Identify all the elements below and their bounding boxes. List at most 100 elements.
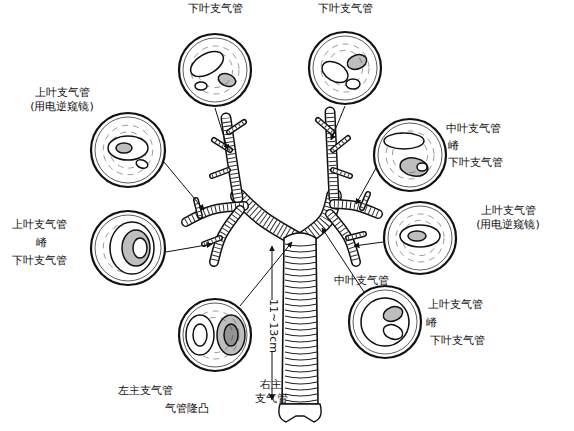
cartilage-rings xyxy=(204,238,220,244)
cartilage-rings xyxy=(362,194,368,208)
cartilage-rings xyxy=(229,122,244,132)
leader-line xyxy=(164,162,204,210)
view-outline xyxy=(348,285,422,359)
structure-label: 中叶支气管 xyxy=(334,274,389,288)
structure-label: 上叶支气管 xyxy=(12,218,67,232)
tracheal-ring xyxy=(285,346,317,348)
tracheal-ring xyxy=(285,352,317,354)
tracheal-ring xyxy=(285,286,317,288)
leader-line xyxy=(356,168,376,204)
view-circle xyxy=(384,202,456,274)
structure-label: 气管隆凸 xyxy=(165,402,209,416)
bronchus-outline xyxy=(318,120,332,132)
bronchus-fill xyxy=(204,238,220,244)
cartilage-rings xyxy=(318,120,332,132)
tracheal-ring xyxy=(285,370,317,372)
bronchus-outline xyxy=(333,138,348,150)
bronchial-orifice xyxy=(400,225,440,247)
leader-line xyxy=(166,244,212,252)
cartilage-rings xyxy=(333,170,350,176)
bronchial-orifice xyxy=(122,230,150,266)
bronchial-orifice xyxy=(224,324,238,346)
bronchial-orifice xyxy=(193,324,207,346)
bronchus-outline xyxy=(204,238,220,244)
tracheal-ring xyxy=(285,394,317,396)
tracheal-ring xyxy=(285,250,317,252)
tracheal-ring xyxy=(285,268,317,270)
bronchus-outline xyxy=(212,170,228,176)
lumen-ring xyxy=(103,125,153,175)
view-circle xyxy=(91,211,165,285)
bronchial-orifice xyxy=(108,136,148,160)
tracheal-ring xyxy=(285,334,317,336)
bronchial-orifice xyxy=(116,143,132,153)
bronchial-orifice xyxy=(346,79,360,89)
bronchial-orifice xyxy=(133,238,147,258)
bronchoscopic-view: 下叶支气管 xyxy=(178,33,252,107)
bronchial-orifice xyxy=(110,222,154,274)
bronchial-orifice xyxy=(345,52,369,72)
structure-label: 嵴 xyxy=(426,316,437,330)
view-circle xyxy=(349,286,421,358)
lumen-wall xyxy=(183,303,247,367)
cartilage-rings xyxy=(348,234,364,238)
lumen-wall xyxy=(388,206,452,270)
tracheal-ring xyxy=(285,298,317,300)
tracheal-ring xyxy=(285,274,317,276)
lumen-wall xyxy=(313,36,377,100)
bronchial-orifice xyxy=(381,304,405,324)
lumen-ring xyxy=(396,214,444,262)
trachea-outline xyxy=(282,233,318,404)
cartilage-rings xyxy=(212,170,228,176)
leader-line xyxy=(240,242,292,306)
bronchial-orifice xyxy=(195,82,207,90)
view-outline xyxy=(383,201,457,275)
view-outline xyxy=(90,112,166,188)
tracheal-ring xyxy=(285,262,317,264)
cartilage-rings xyxy=(330,112,334,198)
bronchial-orifice xyxy=(417,163,427,171)
structure-label: 下叶支气管 xyxy=(188,2,243,16)
tracheal-ring xyxy=(285,304,317,306)
larynx xyxy=(279,404,321,422)
bronchial-orifice xyxy=(217,315,245,355)
bronchus-fill xyxy=(333,170,350,176)
bronchus-fill xyxy=(229,122,244,132)
bronchoscopic-view: 左主支气管气管隆凸右主 支气管 xyxy=(178,298,252,372)
bronchus-fill xyxy=(334,204,378,214)
tracheal-ring xyxy=(285,292,317,294)
view-circle xyxy=(179,34,251,106)
tracheal-ring xyxy=(285,280,317,282)
dimension-label: 11~13cm xyxy=(267,299,279,353)
view-circle xyxy=(374,119,446,191)
structure-label: 下叶支气管 xyxy=(430,334,485,348)
lumen-wall xyxy=(95,117,161,183)
tracheal-ring xyxy=(285,358,317,360)
lumen-wall xyxy=(95,215,161,281)
bronchoscopic-view: 中叶支气管上叶支气管嵴下叶支气管 xyxy=(348,285,422,359)
view-circle xyxy=(179,299,251,371)
view-circle xyxy=(91,113,165,187)
structure-label: 右主 支气管 xyxy=(252,378,290,406)
bronchus-fill xyxy=(333,138,348,150)
view-outline xyxy=(308,31,382,105)
bronchoscopic-view: 中叶支气管嵴下叶支气管 xyxy=(373,118,447,192)
bronchus-fill xyxy=(212,170,228,176)
bronchoscopic-view: 上叶支气管 (用电逆窥镜) xyxy=(383,201,457,275)
structure-label: 上叶支气管 (用电逆窥镜) xyxy=(468,204,548,232)
bronchial-orifice xyxy=(135,158,149,170)
structure-label: 左主支气管 xyxy=(118,384,173,398)
tracheal-ring xyxy=(285,376,317,378)
bronchial-orifice xyxy=(408,231,426,241)
tracheal-ring xyxy=(285,310,317,312)
bronchus-outline xyxy=(348,234,364,238)
tracheal-ring xyxy=(285,256,317,258)
structure-label: 中叶支气管 xyxy=(446,122,501,136)
lumen-wall xyxy=(353,290,417,354)
tracheal-ring xyxy=(285,316,317,318)
lumen-ring xyxy=(361,298,409,346)
bronchus-outline xyxy=(334,204,378,214)
bronchi xyxy=(186,112,378,262)
bronchus-fill xyxy=(348,234,364,238)
